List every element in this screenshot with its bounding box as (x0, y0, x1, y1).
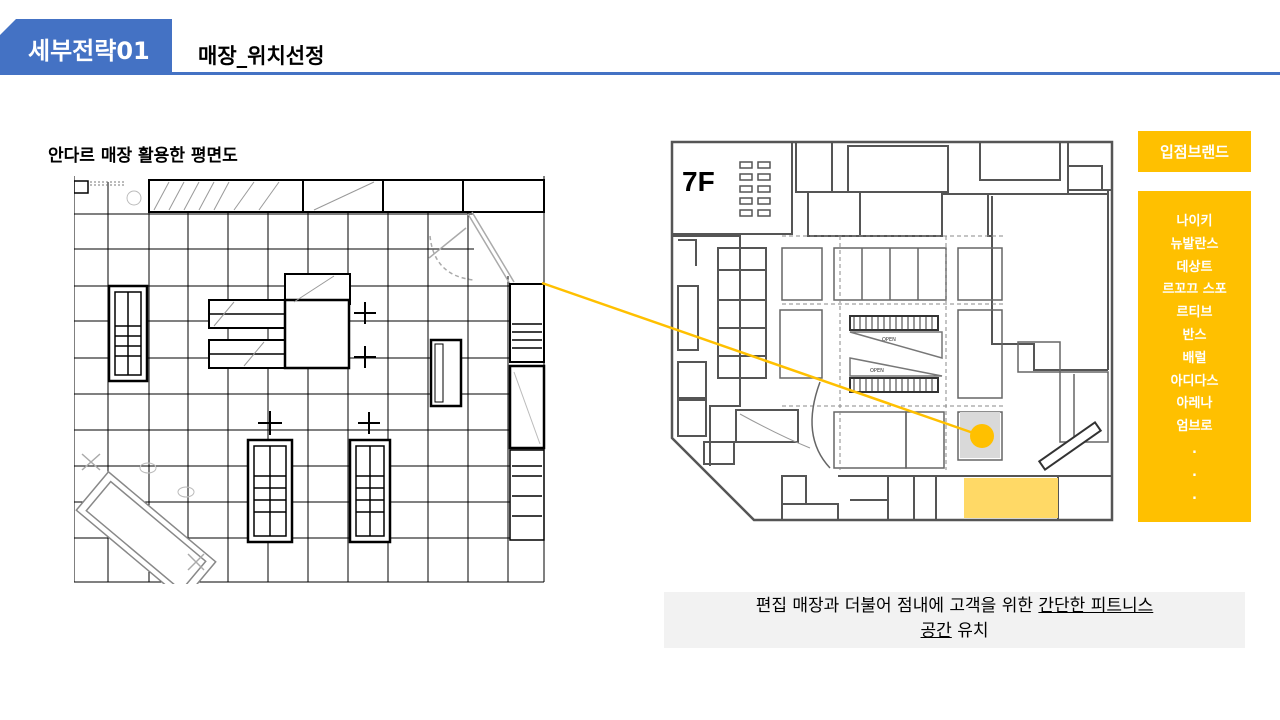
note-text-end: 유치 (951, 621, 989, 641)
escalator-open-label: OPEN (882, 337, 896, 343)
store-floor-plan (74, 176, 546, 584)
header-divider (0, 72, 1280, 75)
brand-item: 반스 (1182, 327, 1207, 343)
escalator-open-label-2: OPEN (870, 368, 884, 374)
brand-item: 르티브 (1176, 305, 1213, 321)
strategy-note: 편집 매장과 더불어 점내에 고객을 위한 간단한 피트니스 공간 유치 (664, 592, 1245, 648)
brand-item: 아레나 (1176, 396, 1213, 412)
badge-notch (0, 19, 16, 35)
note-underlined-space: 공간 (920, 621, 952, 641)
floor-label: 7F (682, 166, 715, 197)
brand-item: . (1192, 441, 1197, 457)
location-marker (970, 424, 994, 448)
brand-item: 데상트 (1176, 259, 1213, 275)
brand-item: . (1192, 464, 1197, 480)
section-badge-label: 세부전략01 (28, 37, 150, 65)
brand-item: 배럴 (1182, 350, 1207, 366)
brand-item: 르꼬끄 스포 (1162, 282, 1227, 298)
brand-list-title: 입점브랜드 (1138, 131, 1251, 172)
note-underlined-fitness: 간단한 피트니스 (1038, 596, 1154, 616)
mall-floor-plan: 7F OPEN OPEN (670, 140, 1114, 522)
highlight-store-area (964, 478, 1058, 518)
page-title: 매장_위치선정 (198, 44, 325, 68)
brand-item: 뉴발란스 (1170, 236, 1219, 252)
section-badge (0, 19, 172, 74)
note-text: 편집 매장과 더불어 점내에 고객을 위한 (755, 596, 1039, 616)
brand-item: 나이키 (1176, 214, 1213, 229)
left-plan-caption: 안다르 매장 활용한 평면도 (48, 146, 238, 166)
brand-item: 아디다스 (1170, 373, 1219, 389)
brand-item: . (1192, 487, 1197, 503)
brand-item: 엄브로 (1176, 419, 1213, 435)
